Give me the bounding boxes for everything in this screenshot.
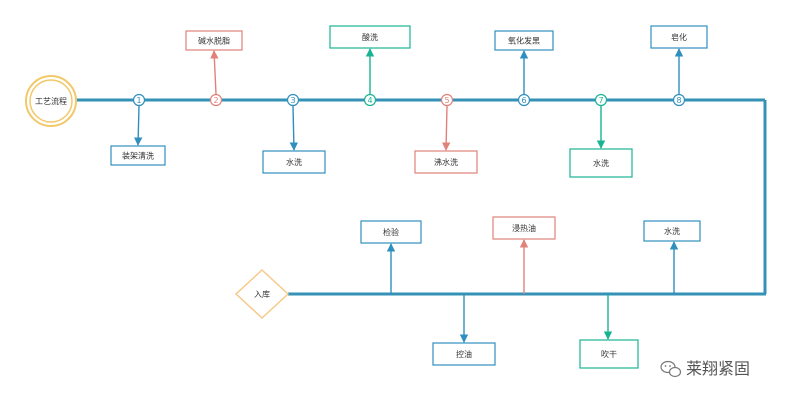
step-box xyxy=(414,150,478,174)
step-number-badge: 8 xyxy=(672,93,686,107)
process-step-2: 2 碱水脱脂 xyxy=(185,30,243,107)
steps-layer: 1 装架清洗 2 碱水脱脂 3 水洗 4 酸洗 5 沸水洗 6 氧化发黑 7 水洗 8 皂化 xyxy=(110,25,708,178)
step-label: 碱水脱脂 xyxy=(198,36,230,46)
step-label: 浸热油 xyxy=(512,223,536,233)
step-box xyxy=(185,30,243,51)
step-arrow xyxy=(441,105,451,151)
return-step-3: 浸热油 xyxy=(492,216,556,294)
process-step-4: 4 酸洗 xyxy=(329,25,411,107)
end-label: 入库 xyxy=(254,289,270,299)
step-box xyxy=(650,25,708,49)
step-arrow xyxy=(289,105,299,151)
step-box xyxy=(110,145,166,166)
step-number-badge: 4 xyxy=(363,93,377,107)
step-arrow xyxy=(210,50,219,95)
process-step-6: 6 氧化发黑 xyxy=(494,30,554,107)
end-node: 入库 xyxy=(234,268,290,320)
step-label: 氧化发黑 xyxy=(508,36,540,46)
step-box xyxy=(329,25,411,49)
step-number-badge: 6 xyxy=(517,93,531,107)
step-number: 1 xyxy=(136,96,141,105)
return-step-4: 控油 xyxy=(432,294,496,366)
step-label: 吹干 xyxy=(601,349,617,359)
step-number-badge: 5 xyxy=(440,93,454,107)
process-step-8: 8 皂化 xyxy=(650,25,708,107)
step-number-badge: 2 xyxy=(209,93,223,107)
return-step-5: 检验 xyxy=(360,220,422,294)
step-label: 沸水洗 xyxy=(434,157,458,167)
step-number: 3 xyxy=(290,96,295,105)
step-label: 皂化 xyxy=(671,32,687,42)
step-box xyxy=(360,220,422,244)
step-box xyxy=(262,150,326,174)
step-number: 5 xyxy=(444,96,449,105)
step-number: 2 xyxy=(213,96,218,105)
return-step-2: 吹干 xyxy=(579,294,639,369)
process-step-5: 5 沸水洗 xyxy=(414,93,478,174)
start-node: 工艺流程 xyxy=(25,75,77,127)
step-box xyxy=(569,148,633,178)
step-number-badge: 7 xyxy=(594,93,608,107)
step-number: 4 xyxy=(367,96,372,105)
step-number: 7 xyxy=(598,96,603,105)
process-step-3: 3 水洗 xyxy=(262,93,326,174)
step-box xyxy=(579,339,639,369)
step-label: 装架清洗 xyxy=(122,151,154,161)
step-number-badge: 3 xyxy=(286,93,300,107)
step-box xyxy=(432,342,496,366)
step-box xyxy=(492,216,556,240)
step-box xyxy=(494,30,554,51)
watermark: 莱翔紧固 xyxy=(660,359,750,378)
wechat-icon xyxy=(660,360,682,378)
step-label: 水洗 xyxy=(286,157,302,167)
step-label: 酸洗 xyxy=(362,32,378,42)
step-arrow xyxy=(133,105,143,146)
start-label: 工艺流程 xyxy=(35,96,67,106)
step-label: 检验 xyxy=(383,227,399,237)
step-label: 水洗 xyxy=(664,226,680,236)
step-number: 8 xyxy=(676,96,681,105)
step-box xyxy=(643,220,701,242)
return-step-1: 水洗 xyxy=(643,220,701,294)
step-number: 6 xyxy=(521,96,526,105)
step-number-badge: 1 xyxy=(132,93,146,107)
step-label: 水洗 xyxy=(593,158,609,168)
process-step-7: 7 水洗 xyxy=(569,93,633,178)
process-step-1: 1 装架清洗 xyxy=(110,93,166,166)
step-label: 控油 xyxy=(456,349,472,359)
watermark-text: 莱翔紧固 xyxy=(686,359,750,378)
